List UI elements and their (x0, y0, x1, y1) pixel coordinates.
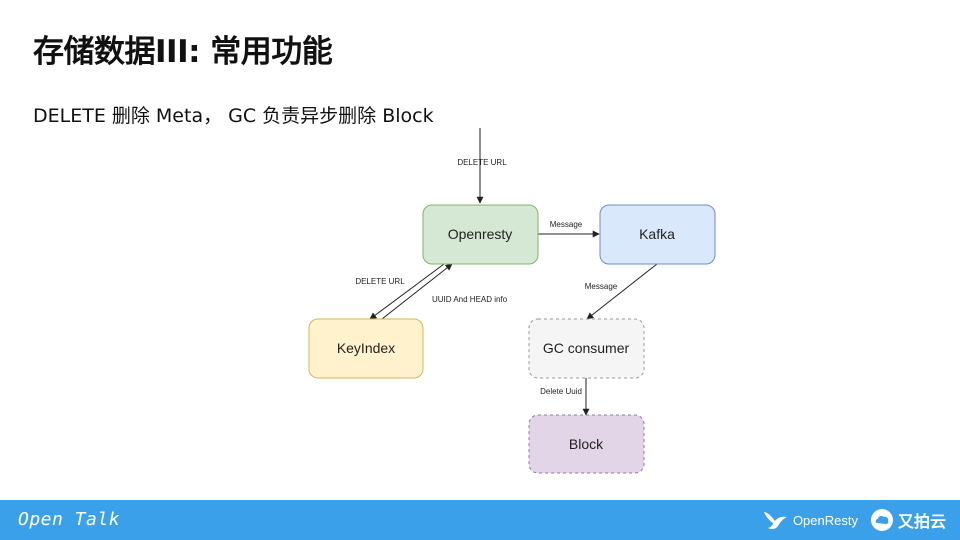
upyun-cloud-icon (870, 509, 893, 531)
node-block: Block (528, 414, 645, 474)
footer-brand: Open Talk (18, 509, 121, 530)
edge-keyindex-to-openresty (381, 263, 453, 320)
edge-label-delete-url-in: DELETE URL (457, 158, 507, 167)
openresty-logo: OpenResty (763, 509, 858, 531)
slide-subtitle: DELETE 删除 Meta， GC 负责异步删除 Block (33, 105, 434, 127)
node-openresty-label: Openresty (448, 226, 513, 242)
node-block-label: Block (569, 436, 604, 452)
footer-logos: OpenResty 又拍云 (751, 506, 946, 534)
slide-title: 存储数据III: 常用功能 (33, 34, 333, 70)
openresty-bird-icon (763, 512, 787, 530)
node-gc-consumer-label: GC consumer (543, 340, 630, 356)
upyun-logo-text: 又拍云 (897, 514, 946, 531)
openresty-logo-text: OpenResty (792, 512, 858, 528)
edge-label-delete-url-keyindex: DELETE URL (355, 277, 405, 286)
node-keyindex-label: KeyIndex (337, 340, 395, 356)
edge-label-delete-uuid: Delete Uuid (540, 387, 582, 396)
edge-label-message-gc: Message (585, 282, 618, 291)
upyun-logo: 又拍云 (870, 508, 946, 532)
node-kafka-label: Kafka (639, 226, 675, 242)
edge-openresty-to-keyindex (369, 263, 445, 320)
architecture-diagram: DELETE URL Message DELETE URL UUID And H… (308, 128, 716, 474)
node-kafka: Kafka (599, 204, 716, 265)
node-openresty: Openresty (422, 204, 539, 265)
node-keyindex: KeyIndex (308, 318, 424, 379)
edge-label-uuid-head-info: UUID And HEAD info (432, 295, 508, 304)
edge-kafka-to-gc (586, 263, 658, 320)
node-gc-consumer: GC consumer (528, 318, 645, 379)
edge-label-message-kafka: Message (550, 220, 583, 229)
footer-bar: Open Talk OpenResty 又拍云 (0, 500, 960, 540)
